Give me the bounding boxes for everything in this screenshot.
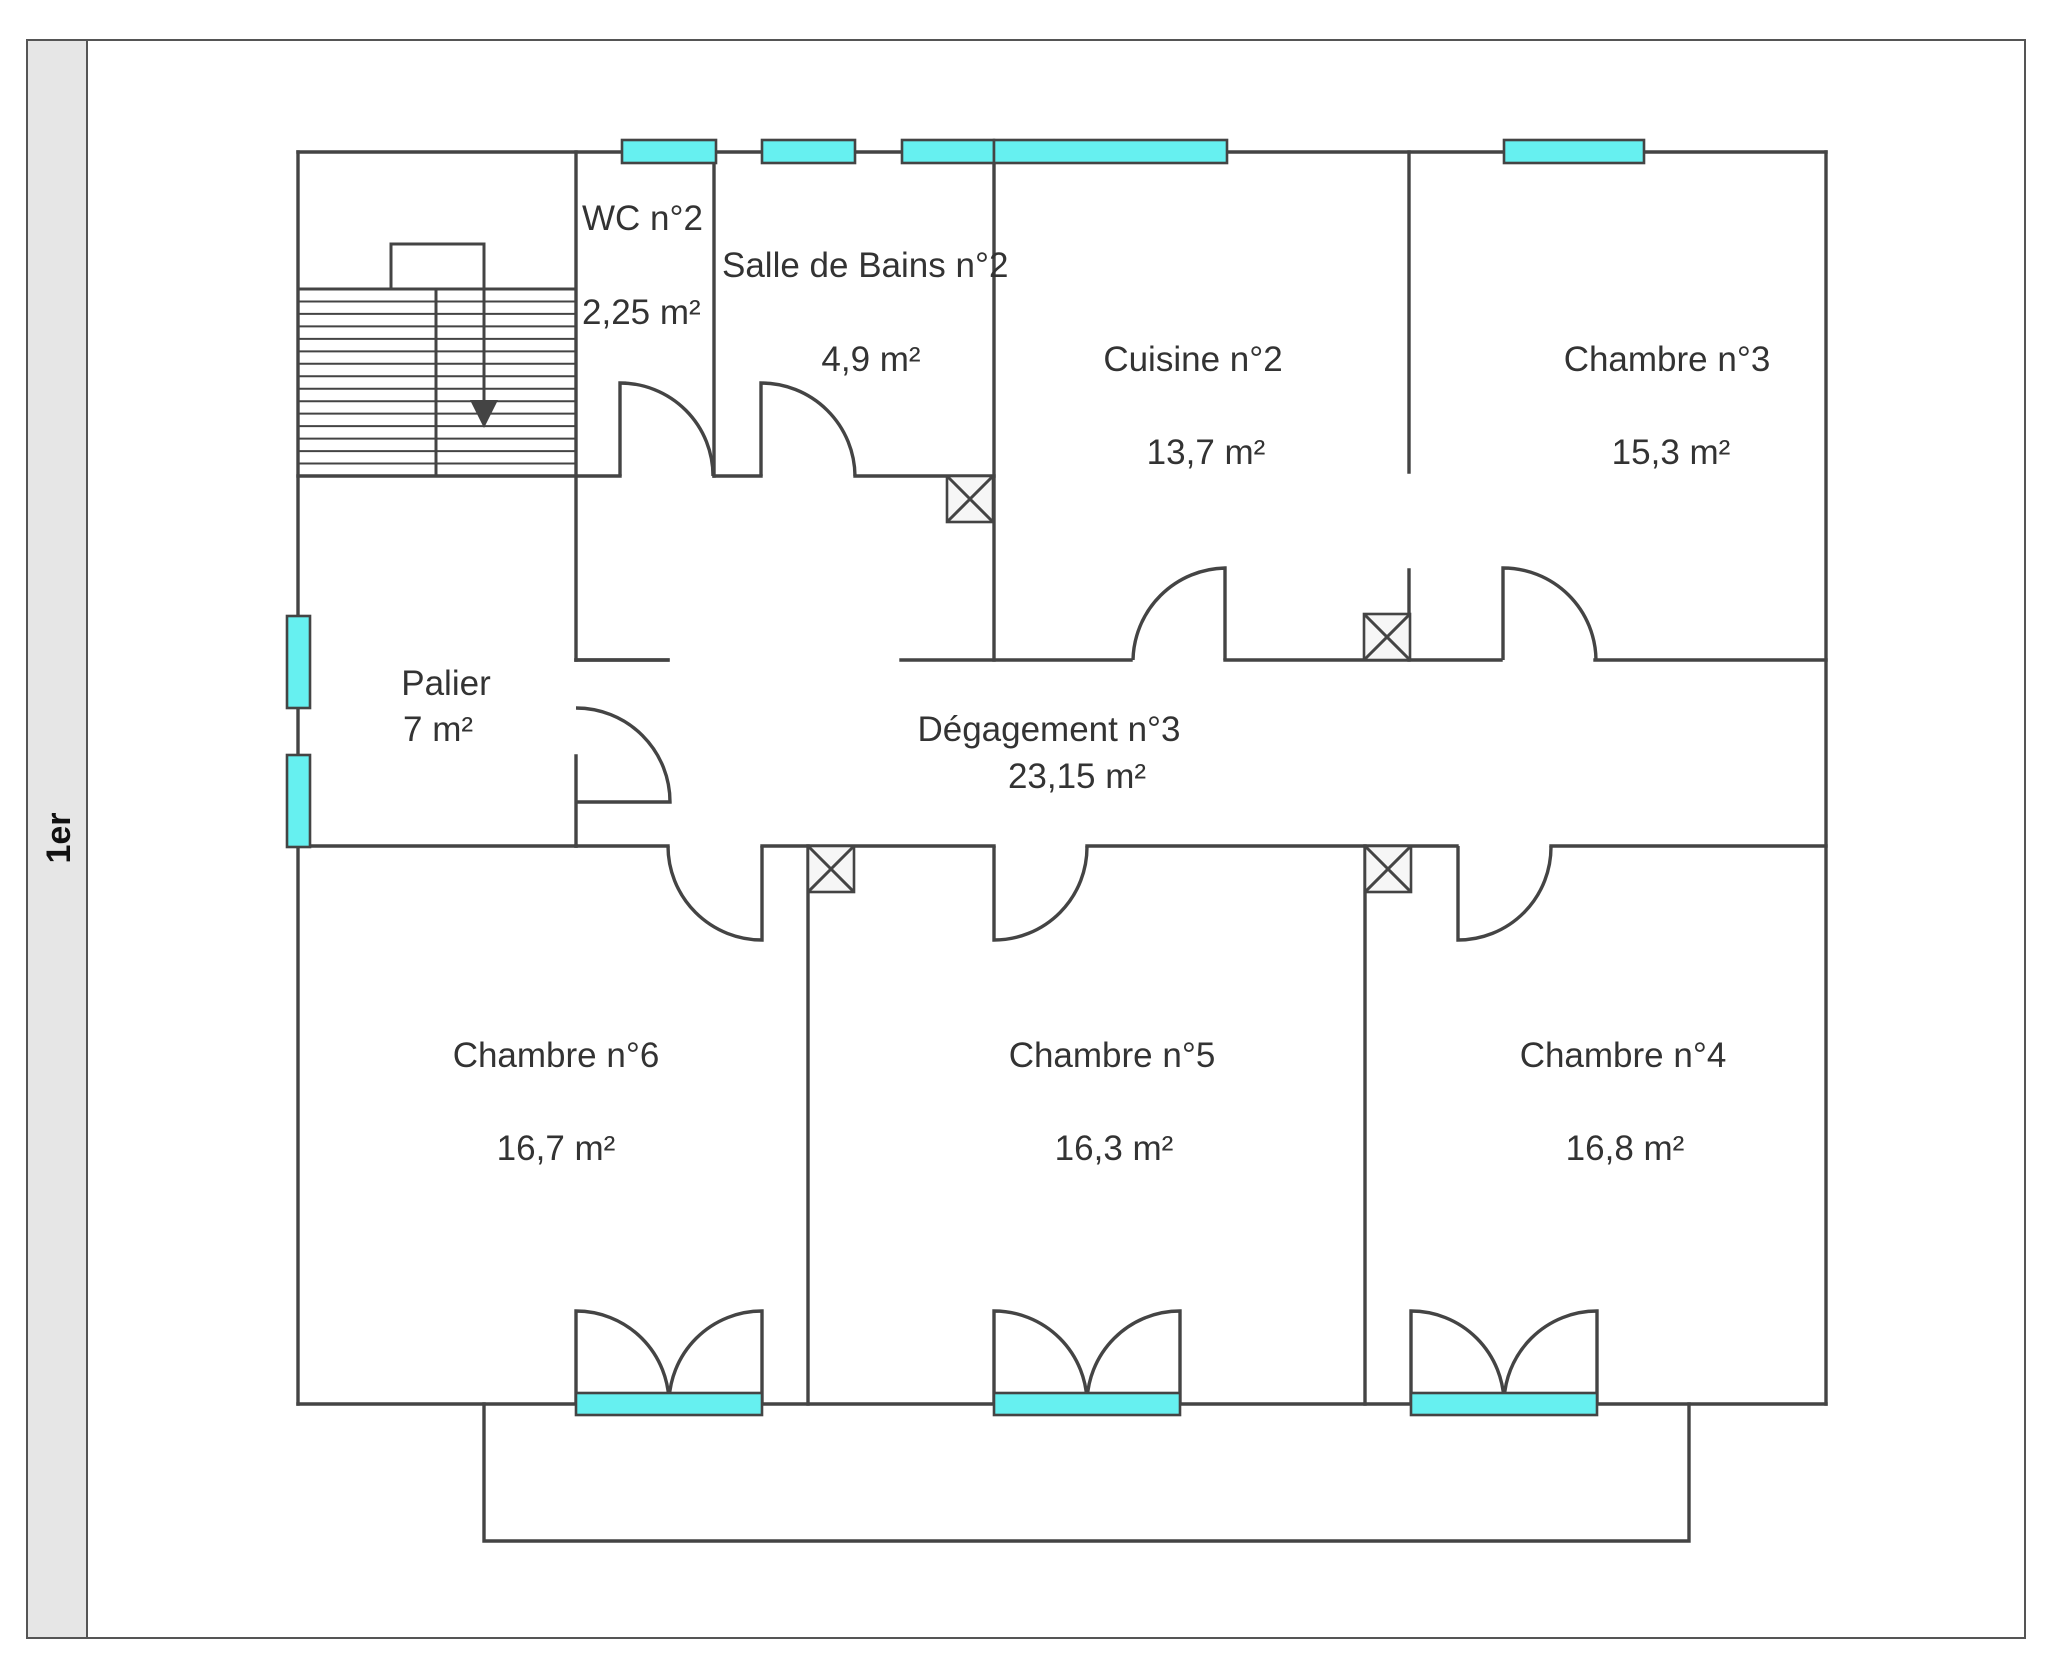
door-wc[interactable] [618,381,715,477]
door-chambre4[interactable] [1456,845,1553,942]
room-area-chambre5: 16,3 m² [1055,1129,1174,1168]
room-name-chambre4: Chambre n°4 [1520,1036,1727,1075]
room-labels: WC n°2 2,25 m² Salle de Bains n°2 4,9 m²… [401,199,1770,1168]
flue-icon [1362,612,1412,662]
window-palier-2 [285,753,312,849]
door-sdb[interactable] [759,381,857,477]
level-strip [26,39,88,1639]
door-cuisine[interactable] [1131,566,1227,661]
flues [806,474,1413,894]
window-chambre4 [1409,1391,1599,1417]
doors[interactable] [574,381,1598,942]
door-palier[interactable] [575,706,672,804]
stair-arrow-icon [470,400,498,428]
room-area-cuisine2: 13,7 m² [1147,433,1266,472]
flue-icon [945,474,995,524]
level-label: 1er [40,812,78,863]
room-area-palier: 7 m² [403,710,473,749]
door-chambre3[interactable] [1501,566,1598,661]
flue-icon [806,844,856,894]
staircase [296,242,578,478]
room-area-chambre3: 15,3 m² [1612,433,1731,472]
room-name-chambre6: Chambre n°6 [453,1036,660,1075]
room-area-sdb2: 4,9 m² [821,340,920,379]
door-chambre5[interactable] [992,845,1089,942]
room-name-cuisine2: Cuisine n°2 [1103,340,1282,379]
window-sdb-2 [900,138,996,165]
window-chambre6 [574,1391,764,1417]
room-area-degagement3: 23,15 m² [1008,757,1146,796]
room-area-wc2: 2,25 m² [582,293,701,332]
balcony [482,1402,1691,1543]
room-area-chambre6: 16,7 m² [497,1129,616,1168]
plan-frame [26,39,2026,1639]
room-name-sdb2: Salle de Bains n°2 [722,246,1008,285]
window-chambre5 [992,1391,1182,1417]
room-area-chambre4: 16,8 m² [1566,1129,1685,1168]
window-sdb [760,138,857,165]
room-name-chambre5: Chambre n°5 [1009,1036,1216,1075]
room-name-wc2: WC n°2 [582,199,703,238]
room-name-palier: Palier [401,664,491,703]
flue-icon [1363,844,1413,894]
windows [285,138,1646,1417]
window-wc [620,138,718,165]
room-name-chambre3: Chambre n°3 [1564,340,1771,379]
room-name-degagement3: Dégagement n°3 [917,710,1180,749]
window-palier-1 [285,614,312,710]
window-chambre3 [1502,138,1646,165]
door-chambre6[interactable] [666,845,764,942]
window-cuisine [992,138,1229,165]
